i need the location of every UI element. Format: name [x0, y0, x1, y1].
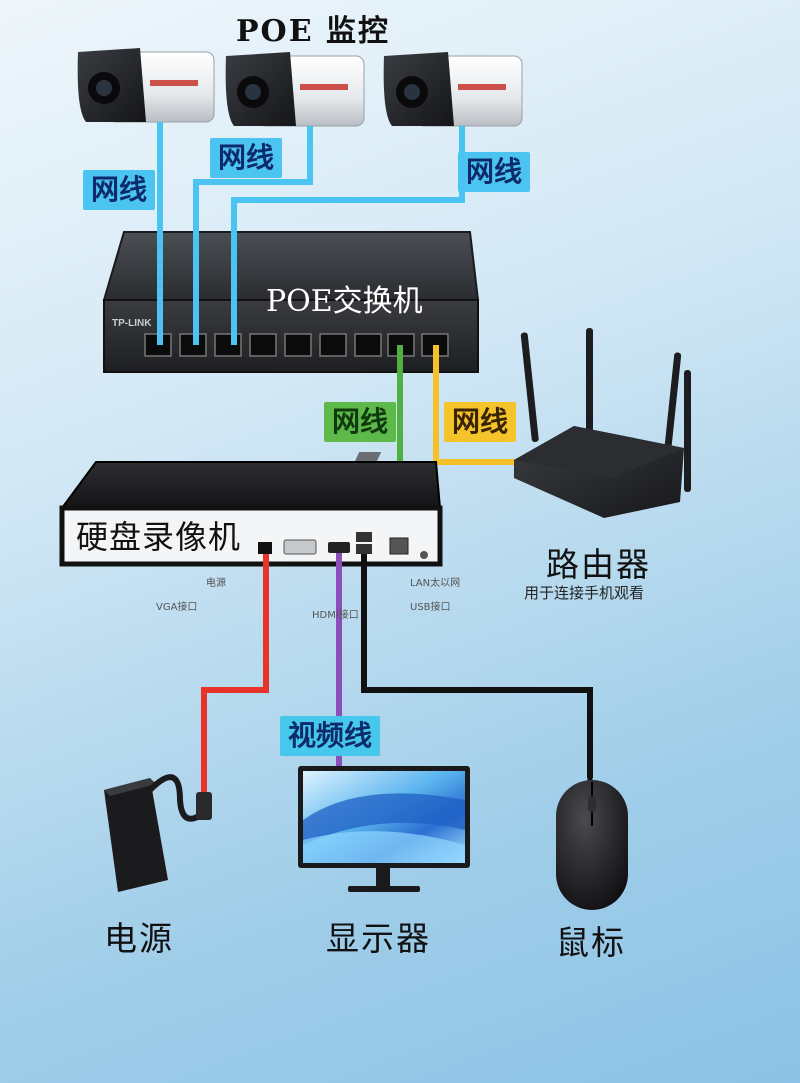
cable-tag-video: 视频线 [280, 716, 381, 756]
camera-2 [225, 52, 365, 127]
switch-port [319, 333, 347, 357]
switch-port [354, 333, 382, 357]
cable-tag-camera-1: 网线 [83, 170, 156, 210]
cable-tag-camera-2: 网线 [210, 138, 283, 178]
cable-tag-camera-3: 网线 [458, 152, 531, 192]
switch-port [249, 333, 277, 357]
switch-label: POE交换机 [266, 284, 423, 319]
cable-camera-2 [193, 126, 313, 345]
cable-tag-switch-to-nvr: 网线 [324, 402, 397, 442]
diagram-title: POE 监控 [236, 14, 391, 49]
monitor-label: 显示器 [326, 919, 431, 958]
switch-port [284, 333, 312, 357]
mouse [556, 778, 628, 910]
mouse-label: 鼠标 [556, 923, 626, 962]
camera-1 [77, 48, 215, 123]
power-adapter [104, 774, 212, 892]
router [353, 328, 691, 518]
switch-brand-text: TP-LINK [112, 318, 152, 329]
nvr-port-hdmi-label: HDMI接口 [312, 610, 359, 621]
monitor [298, 766, 470, 892]
power-label: 电源 [104, 919, 174, 958]
router-sublabel: 用于连接手机观看 [524, 584, 645, 602]
cable-power [201, 554, 269, 792]
nvr-recorder [59, 461, 443, 567]
nvr-label: 硬盘录像机 [76, 518, 242, 556]
nvr-port-lan-label: LAN太以网 [410, 578, 461, 589]
nvr-port-power-label: 电源 [206, 578, 226, 589]
nvr-port-vga-label: VGA接口 [156, 602, 198, 613]
camera-3 [383, 52, 523, 127]
switch-port [214, 333, 242, 357]
cable-usb-mouse [361, 554, 593, 778]
router-label: 路由器 [546, 545, 651, 584]
nvr-port-usb-label: USB接口 [410, 602, 451, 613]
cable-tag-switch-to-router: 网线 [444, 402, 517, 442]
